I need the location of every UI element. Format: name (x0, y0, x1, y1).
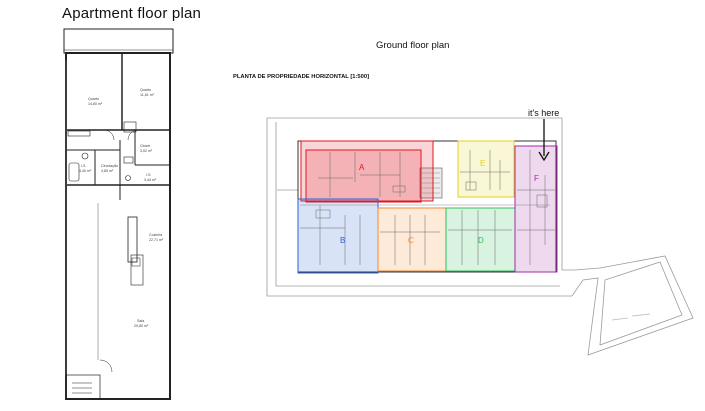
unit-c-rooms (380, 215, 440, 265)
unit-d-letter: D (478, 236, 484, 245)
unit-e-fixture (465, 181, 477, 191)
bathtub (68, 162, 80, 182)
unit-a-letter: A (359, 163, 365, 172)
plan-header: PLANTA DE PROPRIEDADE HORIZONTAL [1:500] (233, 74, 370, 80)
apartment-outline (65, 52, 171, 400)
ground-plan-title: Ground floor plan (376, 40, 450, 51)
unit-f-fixture (536, 194, 548, 208)
toilet-2 (125, 175, 131, 181)
room-sala-area: 29,80 m² (134, 324, 149, 328)
unit-c-letter: C (408, 236, 414, 245)
terrace-top (63, 28, 174, 54)
unit-a-zone (305, 149, 422, 203)
unit-c-zone (377, 207, 447, 272)
location-arrow (538, 119, 550, 162)
room-quarto-2-area: 11,61 m² (140, 93, 155, 97)
cooktop (131, 257, 141, 267)
apartment-plan-title: Apartment floor plan (62, 5, 202, 22)
unit-b-letter: B (340, 236, 345, 245)
site-inner-edge (275, 122, 560, 287)
room-circulacao: Circulação (101, 164, 118, 168)
unit-e-zone (457, 140, 515, 198)
entry-balcony (65, 374, 101, 400)
unit-f-rooms (517, 150, 555, 265)
kitchen-counter (130, 254, 144, 286)
site-boundary (266, 117, 694, 356)
room-is-2: I.S. (146, 173, 151, 177)
sink (123, 156, 134, 164)
stair-steps (422, 172, 440, 194)
apartment-plan (63, 28, 174, 400)
location-annotation: it's here (528, 108, 560, 118)
unit-b-zone (297, 198, 379, 274)
annex-wing (599, 261, 683, 346)
entry-steps (72, 382, 92, 394)
unit-a-fixture (392, 185, 406, 193)
wardrobe-1 (67, 130, 91, 137)
unit-b-fixture (315, 209, 331, 219)
interior-walls (300, 150, 555, 265)
room-is-2-area: 3,44 m² (144, 178, 157, 182)
bedroom-door-2 (127, 129, 139, 141)
unit-b-rooms (300, 205, 361, 265)
annex-detail (611, 313, 651, 321)
room-closet-area: 3,02 m² (140, 149, 153, 153)
unit-a-rooms (318, 152, 401, 197)
unit-f-zone (514, 145, 558, 273)
kitchen-island (127, 216, 138, 263)
apartment-room-labels: Quarto 14,60 m² Quarto 11,61 m² Closet 3… (79, 88, 164, 328)
room-is-1-area: 4,40 m² (79, 169, 92, 173)
room-sala: Sala (137, 319, 144, 323)
arrow-head (538, 151, 550, 162)
room-cozinha-area: 22,71 m² (149, 238, 164, 242)
room-circulacao-area: 4,85 m² (101, 169, 114, 173)
unit-e-letter: E (480, 159, 485, 168)
room-is-1: I.S. (81, 164, 86, 168)
unit-e-rooms (460, 150, 510, 190)
toilet-1 (81, 152, 89, 160)
unit-d-rooms (448, 210, 512, 265)
unit-zones (297, 140, 558, 274)
room-closet: Closet (140, 144, 150, 148)
room-quarto-1-area: 14,60 m² (88, 102, 103, 106)
unit-letters: A B C D E F (340, 159, 539, 245)
entry-door (99, 359, 113, 373)
room-quarto-2: Quarto (140, 88, 151, 92)
bedroom-door-1 (103, 129, 115, 141)
room-cozinha: Cozinha (149, 233, 162, 237)
room-quarto-1: Quarto (88, 97, 99, 101)
unit-a-outer (300, 140, 434, 202)
unit-f-letter: F (534, 174, 539, 183)
wardrobe-2 (123, 121, 137, 133)
site-outline (266, 117, 694, 356)
